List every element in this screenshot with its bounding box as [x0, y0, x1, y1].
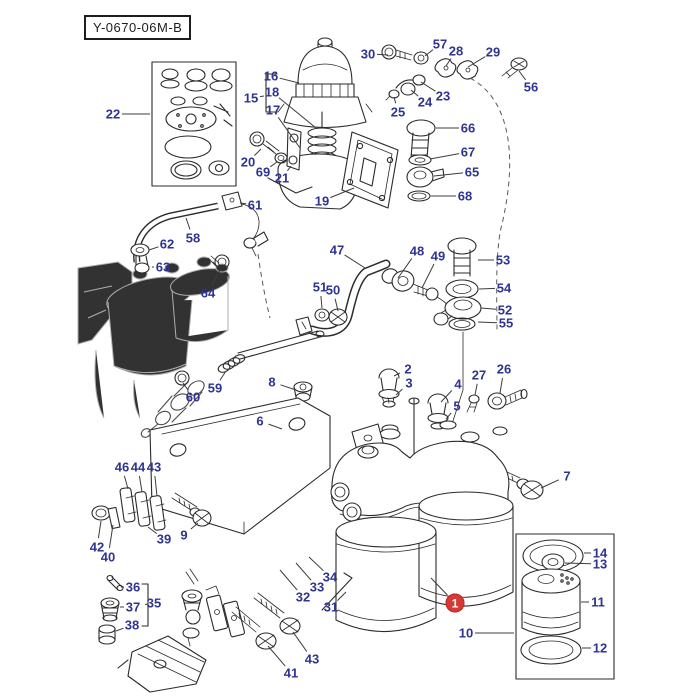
bracket-plate-drawing	[149, 397, 331, 535]
leader-line	[154, 475, 158, 497]
leader-line	[270, 161, 278, 168]
clip-hardware-drawing	[91, 487, 212, 531]
leader-line	[499, 377, 503, 394]
leader-line	[254, 148, 262, 156]
leader-line	[182, 382, 189, 390]
leader-line	[147, 526, 158, 534]
leader-line	[474, 383, 478, 396]
leader-line	[279, 77, 300, 84]
leader-line	[268, 423, 283, 430]
leader-line	[219, 370, 227, 381]
leader-line	[337, 591, 347, 601]
ghost-engine-reference	[77, 256, 230, 419]
leader-line	[267, 645, 286, 667]
leader-line	[430, 577, 448, 596]
leader-line	[429, 153, 460, 160]
fuel-pipe-drawing	[130, 191, 269, 274]
leader-line	[145, 603, 149, 605]
plate-clips-and-bolts-drawing	[205, 585, 301, 650]
main-filter-assembly-drawing	[330, 397, 514, 633]
leader-line	[478, 287, 496, 290]
leader-line	[421, 263, 435, 289]
leader-line	[344, 254, 366, 269]
rod-linkage-drawing	[174, 316, 325, 386]
leader-line	[467, 56, 486, 68]
banjo-bolt-stack-drawing	[406, 119, 445, 202]
top-fittings-drawing	[381, 44, 528, 101]
leader-line	[185, 217, 191, 230]
leader-line	[540, 479, 560, 489]
element-kit-box-drawing	[515, 533, 615, 680]
leader-line	[410, 89, 419, 97]
leader-line	[477, 321, 498, 324]
leader-line	[280, 384, 297, 391]
dashed-reference-lines	[257, 77, 511, 333]
leader-line	[97, 520, 102, 539]
grouping-brackets	[141, 73, 353, 627]
leader-line	[278, 97, 317, 129]
leader-line	[445, 412, 452, 420]
leader-line	[330, 187, 355, 199]
leader-line	[279, 569, 298, 591]
leader-line	[440, 390, 453, 403]
leader-line	[397, 258, 413, 279]
leader-line	[295, 562, 312, 581]
leader-line	[395, 388, 403, 396]
leader-line	[518, 70, 526, 81]
leader-line	[393, 96, 397, 104]
leader-line	[286, 165, 292, 172]
leader-line	[190, 522, 199, 530]
leader-line	[445, 58, 452, 67]
leader-line	[138, 475, 143, 493]
leader-line	[308, 556, 324, 572]
drawing-code-box: Y-0670-06M-B	[84, 15, 192, 40]
leader-line	[376, 53, 389, 56]
valve-parts-drawing	[98, 568, 207, 693]
leader-line	[239, 202, 247, 205]
lift-pump-drawing	[249, 37, 399, 210]
leader-line	[277, 117, 301, 149]
vent-caps-drawing	[378, 368, 449, 430]
leader-line	[115, 627, 124, 632]
leader-line	[393, 372, 401, 377]
leader-lines-layer	[97, 49, 592, 667]
leader-line	[564, 562, 592, 565]
leader-line	[420, 81, 436, 92]
leader-line	[480, 307, 497, 310]
leader-line	[292, 631, 308, 652]
leader-line	[123, 475, 129, 490]
leader-line	[320, 295, 323, 309]
leader-line	[433, 172, 464, 177]
leader-line	[108, 524, 114, 549]
repair-kit-box-drawing	[151, 61, 237, 187]
leader-line	[211, 267, 222, 286]
inlet-fitting-drawing	[466, 388, 528, 413]
leader-line	[424, 49, 434, 57]
drawing-code: Y-0670-06M-B	[93, 20, 183, 35]
leader-line	[148, 246, 159, 251]
leader-line	[334, 298, 339, 312]
leader-line	[259, 95, 265, 98]
